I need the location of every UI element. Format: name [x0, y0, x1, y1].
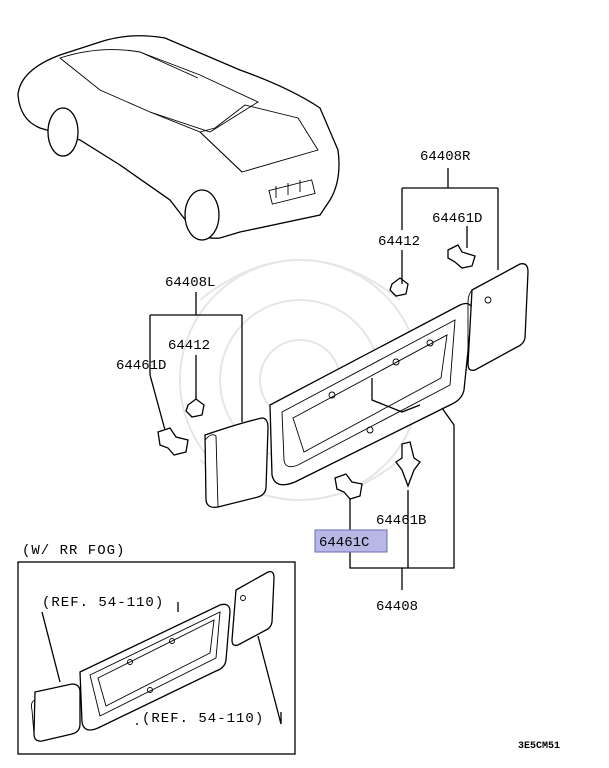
leader-lines: [149, 168, 499, 590]
left-garnish-64408L-part: [204, 417, 269, 508]
callout-64461C: 64461C: [319, 535, 369, 551]
callout-64461B: 64461B: [376, 513, 426, 529]
highlight-64461C: [314, 529, 388, 553]
nut-64412-left: [185, 398, 205, 418]
inset-left-garnish: [33, 683, 81, 742]
right-garnish-64408R-part: [467, 263, 529, 372]
inset-right-garnish: [231, 570, 275, 647]
callout-64408: 64408: [376, 599, 418, 615]
clip-64461D-left: [157, 427, 189, 456]
clip-64461D-right: [447, 244, 476, 269]
inset-title: (W/ RR FOG): [22, 543, 125, 559]
callout-64461D-right: 64461D: [432, 211, 482, 227]
nut-64412-right: [389, 277, 409, 297]
inset-ref-bottom: (REF. 54-110): [142, 711, 264, 727]
callout-64412-right: 64412: [378, 234, 420, 250]
inset-border: [17, 561, 296, 755]
inset-leader-top: [41, 602, 179, 683]
inset-leader-bottom: [257, 635, 282, 725]
clip-64461B: [395, 441, 421, 488]
clip-64461C: [334, 473, 363, 500]
car-illustration: [17, 35, 340, 241]
fog-variant-inset: (W/ RR FOG) (REF. 54-110) (REF. 54-110): [17, 543, 296, 755]
callout-64412-left: 64412: [168, 338, 210, 354]
inset-frame-part: [79, 603, 231, 731]
license-garnish-frame: [269, 302, 473, 486]
callout-64461D-left: 64461D: [116, 358, 166, 374]
inset-ref-top: (REF. 54-110): [42, 595, 164, 611]
callout-64408R: 64408R: [420, 149, 471, 165]
diagram-code: 3E5CM51: [518, 741, 560, 752]
callout-64408L: 64408L: [165, 275, 215, 291]
